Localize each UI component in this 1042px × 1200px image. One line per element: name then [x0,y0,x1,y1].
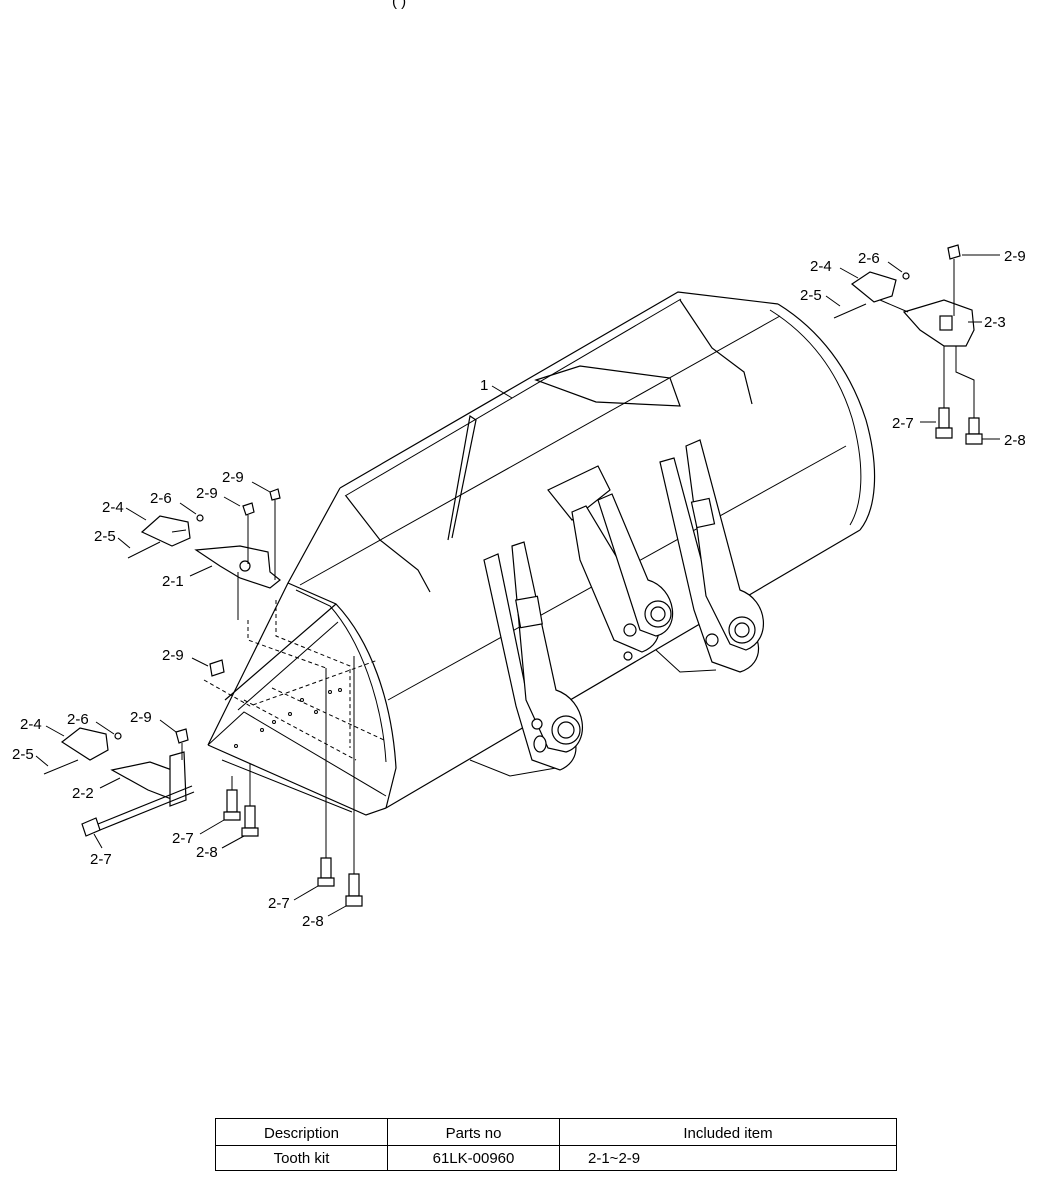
parts-table: Description Parts no Included item Tooth… [215,1118,897,1171]
callout-2-6-upper-left: 2-6 [150,490,172,507]
callout-2-4-upper-right: 2-4 [810,258,832,275]
callout-2-7-lower-left: 2-7 [172,830,194,847]
exploded-parts-diagram: ( ) [12,0,1026,930]
callout-labels: 1 2-9 2-4 2-6 2-5 2-3 2-7 2-8 2-9 2-9 2-… [12,248,1026,930]
header-description: Description [215,1118,388,1146]
callout-2-3: 2-3 [984,314,1006,331]
callout-2-9-lower-left: 2-9 [130,709,152,726]
tooth-kit-parts [43,244,983,907]
callout-2-7-upper-right: 2-7 [892,415,914,432]
callout-2-2: 2-2 [72,785,94,802]
header-included-item: Included item [559,1118,897,1146]
callout-2-5-lower-left: 2-5 [12,746,34,763]
left-hidden-lines [203,600,385,876]
cell-included-item: 2-1~2-9 [559,1145,897,1171]
table-header-row: Description Parts no Included item [215,1118,897,1146]
callout-2-6-lower-left: 2-6 [67,711,89,728]
callout-2-8-upper-right: 2-8 [1004,432,1026,449]
callout-2-4-lower-left: 2-4 [20,716,42,733]
callout-2-9-upper-left-a: 2-9 [222,469,244,486]
table-row: Tooth kit 61LK-00960 2-1~2-9 [215,1145,897,1171]
callout-2-4-upper-left: 2-4 [102,499,124,516]
callout-2-1: 2-1 [162,573,184,590]
callout-2-7-long-bolt: 2-7 [90,851,112,868]
header-parts-no: Parts no [387,1118,560,1146]
callout-2-6-upper-right: 2-6 [858,250,880,267]
callout-2-9-upper-right: 2-9 [1004,248,1026,265]
callout-2-8-bottom: 2-8 [302,913,324,930]
callout-1: 1 [480,377,488,394]
callout-2-8-lower-left: 2-8 [196,844,218,861]
callout-2-5-upper-left: 2-5 [94,528,116,545]
callout-2-9-upper-left-b: 2-9 [196,485,218,502]
callout-2-5-upper-right: 2-5 [800,287,822,304]
cell-description: Tooth kit [215,1145,388,1171]
leader-lines [35,254,1000,917]
cell-parts-no: 61LK-00960 [387,1145,560,1171]
header-fragment: ( ) [392,0,406,10]
mounting-brackets [483,439,764,771]
callout-2-9-middle: 2-9 [162,647,184,664]
callout-2-7-bottom: 2-7 [268,895,290,912]
